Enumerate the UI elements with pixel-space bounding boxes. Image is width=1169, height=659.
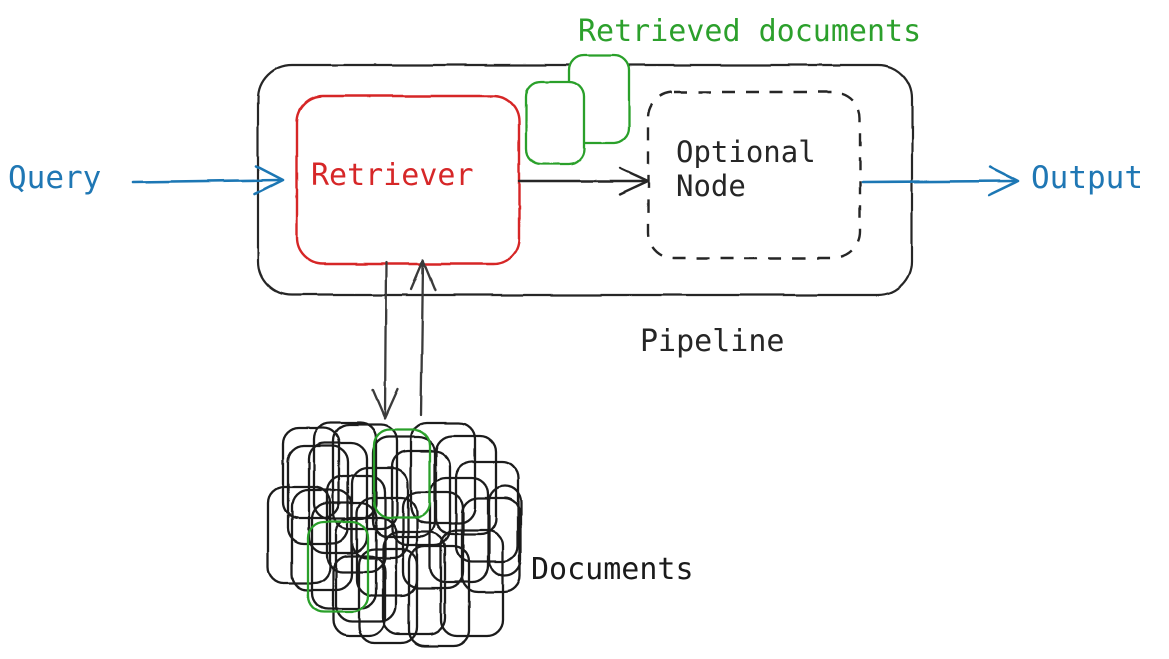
retriever-label: Retriever: [311, 158, 474, 193]
output-label: Output: [1031, 160, 1143, 196]
query-label: Query: [8, 160, 102, 196]
retriever-to-documents-arrow: [371, 260, 400, 420]
documents-label: Documents: [531, 552, 694, 587]
documents-stack: [266, 421, 523, 648]
output-arrow: [861, 165, 1020, 197]
pipeline-label: Pipeline: [640, 324, 785, 359]
retrieved-documents-shapes: [524, 53, 631, 166]
query-arrow: [131, 164, 285, 196]
retrieved-documents-label: Retrieved documents: [578, 14, 922, 49]
optional-node-box: [646, 90, 862, 260]
retriever-to-optional-arrow: [517, 166, 650, 196]
documents-to-retriever-arrow: [409, 259, 437, 417]
optional-node-label: Optional Node: [676, 135, 816, 204]
